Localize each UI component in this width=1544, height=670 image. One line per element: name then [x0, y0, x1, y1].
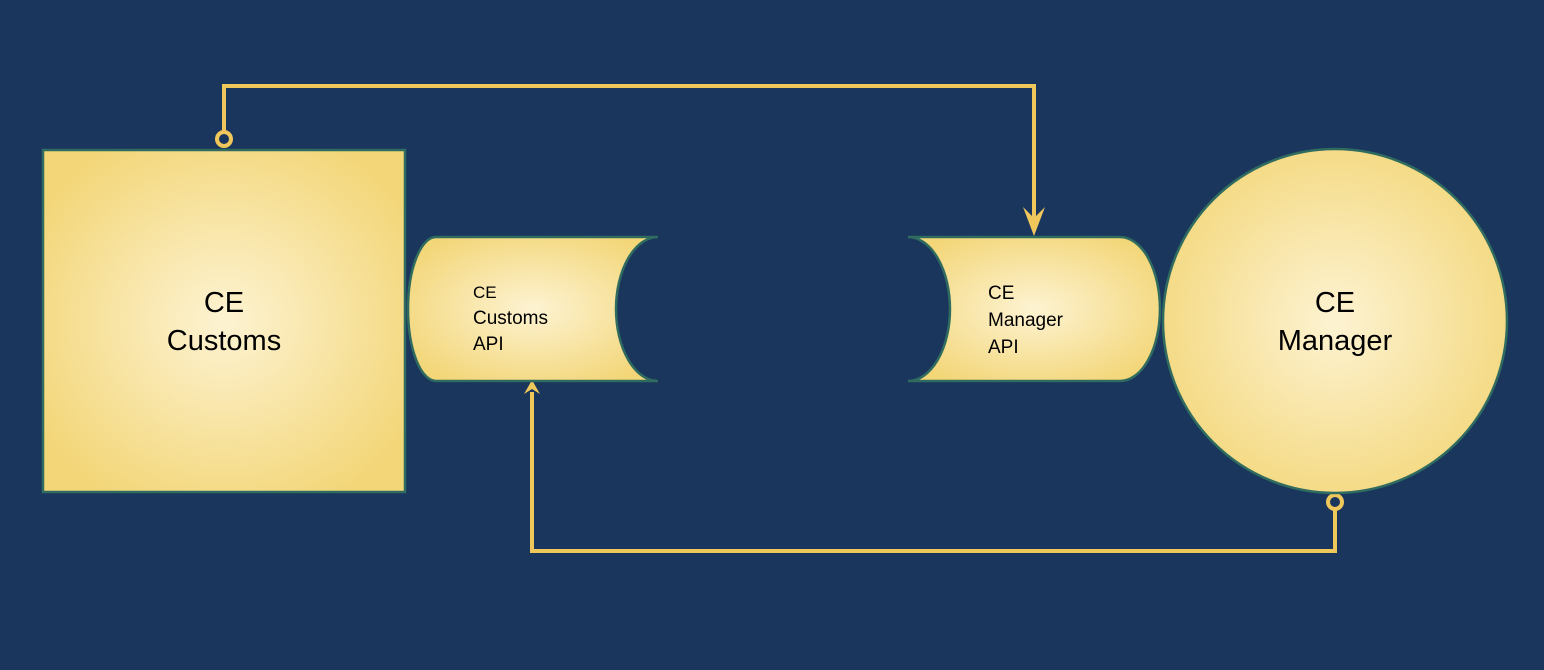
- node-manager-circle[interactable]: [1161, 147, 1509, 495]
- manager-api-label-line2: Manager: [988, 310, 1063, 331]
- manager-api-label-line3: API: [988, 337, 1019, 358]
- customs-api-label-line3: API: [473, 334, 504, 355]
- manager-api-label: CE Manager API: [988, 280, 1063, 361]
- connector-origin-customs: [215, 130, 233, 148]
- customs-label: CE Customs: [124, 284, 324, 360]
- connector-manager-to-customs-api: [524, 380, 1344, 553]
- node-manager-api-shape[interactable]: [907, 235, 1162, 383]
- customs-api-label: CE Customs API: [473, 280, 548, 358]
- arrowhead-customs-api: [524, 380, 540, 394]
- node-customs-box[interactable]: [41, 148, 407, 494]
- connector-customs-to-manager-api: [215, 84, 1045, 236]
- node-customs-api-shape[interactable]: [406, 235, 659, 383]
- customs-label-line2: Customs: [166, 325, 282, 357]
- customs-label-line1: CE: [203, 287, 245, 319]
- connector-origin-manager: [1326, 493, 1344, 511]
- arrowhead-manager-api: [1023, 207, 1045, 236]
- manager-label: CE Manager: [1235, 284, 1435, 360]
- customs-api-label-line1: CE: [473, 283, 497, 302]
- manager-api-label-line1: CE: [988, 283, 1015, 304]
- customs-api-label-line2: Customs: [473, 308, 548, 329]
- manager-label-line1: CE: [1314, 287, 1356, 319]
- manager-label-line2: Manager: [1277, 325, 1393, 357]
